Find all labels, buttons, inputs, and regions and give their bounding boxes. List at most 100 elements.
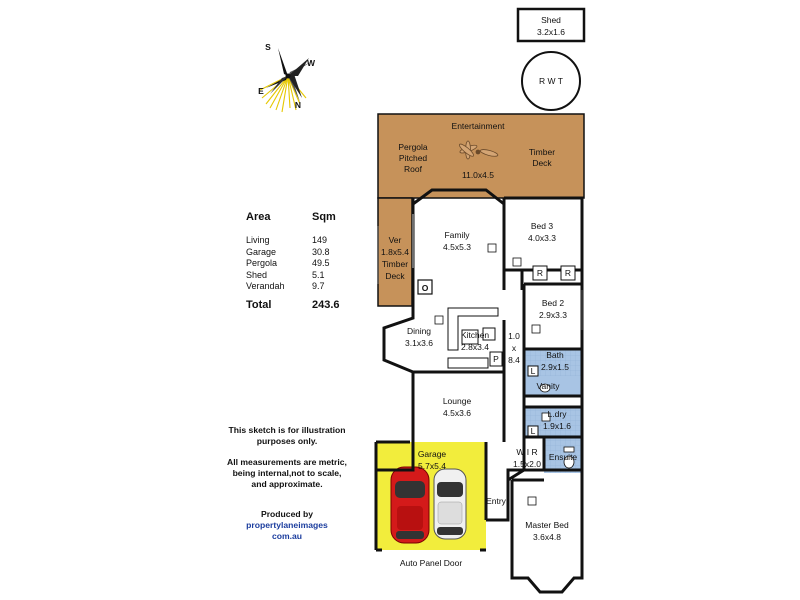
ceiling-fan-icon xyxy=(459,140,499,160)
area-row: Garage 30.8 xyxy=(246,247,366,259)
vanity-label: Vanity xyxy=(537,381,561,391)
lounge-name: Lounge xyxy=(443,396,472,406)
cooktop-icon xyxy=(482,327,496,341)
disclaimer-line4: being internal,not to scale, xyxy=(232,468,342,478)
lounge-size: 4.5x3.6 xyxy=(443,408,471,418)
timber-deck-line2: Deck xyxy=(532,158,552,168)
master-size: 3.6x4.8 xyxy=(533,532,561,542)
area-row: Pergola 49.5 xyxy=(246,258,366,270)
credits-line3: com.au xyxy=(271,531,303,541)
area-table-header: Area Sqm xyxy=(246,211,366,223)
laundry-size: 1.9x1.6 xyxy=(543,421,571,431)
bed2-name: Bed 2 xyxy=(542,298,564,308)
area-row-value: 49.5 xyxy=(312,258,330,268)
laundry-name: L.dry xyxy=(548,409,568,419)
pantry-label: P xyxy=(493,354,499,364)
rainwater-tank xyxy=(521,51,581,111)
area-row-value: 149 xyxy=(312,235,328,245)
pergola-line3: Roof xyxy=(404,164,423,174)
shed-name: Shed xyxy=(541,15,561,25)
credits: Produced by propertylaneimages com.au xyxy=(222,509,352,542)
master-name: Master Bed xyxy=(525,520,569,530)
compass-icon xyxy=(259,48,311,113)
bed3-name: Bed 3 xyxy=(531,221,553,231)
garage-size: 5.7x5.4 xyxy=(418,461,446,471)
hall-line2: x xyxy=(512,343,517,353)
area-header-unit: Sqm xyxy=(312,211,336,223)
area-table: Area Sqm Living 149 Garage 30.8 Pergola … xyxy=(246,211,366,311)
walls xyxy=(374,188,584,594)
compass-e: E xyxy=(258,86,264,96)
bed2-size: 2.9x3.3 xyxy=(539,310,567,320)
oven-label: O xyxy=(422,283,429,293)
linen-1-box xyxy=(527,365,539,377)
shed xyxy=(516,7,586,43)
area-row: Shed 5.1 xyxy=(246,270,366,282)
hall-line1: 1.0 xyxy=(508,331,520,341)
verandah-line3: Timber xyxy=(382,259,408,269)
timber-deck-line1: Timber xyxy=(529,147,555,157)
area-total-label: Total xyxy=(246,298,272,311)
kitchen-bench xyxy=(447,307,503,369)
robe-1: R xyxy=(537,268,543,278)
area-total-value: 243.6 xyxy=(312,298,340,311)
compass-n: N xyxy=(295,100,301,110)
verandah-line2: 1.8x5.4 xyxy=(381,247,409,257)
linen-1: L xyxy=(531,366,536,376)
wir-size: 1.5x2.0 xyxy=(513,459,541,469)
bath-size: 2.9x1.5 xyxy=(541,362,569,372)
disclaimer-line3: All measurements are metric, xyxy=(227,457,347,467)
oven-box xyxy=(417,279,433,295)
credits-line2: propertylaneimages xyxy=(246,520,328,530)
bed3-size: 4.0x3.3 xyxy=(528,233,556,243)
auto-door-label: Auto Panel Door xyxy=(400,558,463,568)
area-row-label: Shed xyxy=(246,269,268,280)
area-row-label: Living xyxy=(246,235,270,245)
robe-1-box xyxy=(532,265,548,281)
verandah-deck xyxy=(377,197,413,307)
garage-name: Garage xyxy=(418,449,447,459)
disclaimer-line5: and approximate. xyxy=(251,479,323,489)
area-row: Living 149 xyxy=(246,235,366,247)
linen-2-box xyxy=(527,425,539,437)
pergola-line2: Pitched xyxy=(399,153,428,163)
area-row-value: 30.8 xyxy=(312,246,330,257)
red-car-icon xyxy=(390,466,430,544)
pergola-size: 11.0x4.5 xyxy=(462,170,494,180)
wir-name: W I R xyxy=(516,447,537,457)
ensuite-label: Ensuite xyxy=(549,452,578,462)
disclaimer: This sketch is for illustration purposes… xyxy=(212,425,362,500)
dining-size: 3.1x3.6 xyxy=(405,338,433,348)
kitchen-name: Kitchen xyxy=(461,330,490,340)
robe-2-box xyxy=(560,265,576,281)
vanity-floor xyxy=(524,376,582,396)
verandah-line1: Ver xyxy=(389,235,402,245)
family-size: 4.5x5.3 xyxy=(443,242,471,252)
entry-label: Entry xyxy=(486,496,507,506)
shed-size: 3.2x1.6 xyxy=(537,27,565,37)
credits-line1: Produced by xyxy=(260,509,314,519)
area-row-label: Verandah xyxy=(246,281,285,291)
area-row-label: Pergola xyxy=(246,258,278,268)
bath-name: Bath xyxy=(546,350,564,360)
disclaimer-line2: purposes only. xyxy=(256,436,318,446)
entertainment-label: Entertainment xyxy=(452,121,506,131)
dining-name: Dining xyxy=(407,326,431,336)
pergola-deck xyxy=(377,113,585,199)
compass-s: S xyxy=(265,42,271,52)
hall-line3: 8.4 xyxy=(508,355,520,365)
toilet-icon xyxy=(539,383,575,469)
rwt-label: R W T xyxy=(539,76,563,86)
area-total: Total 243.6 xyxy=(246,299,366,311)
family-name: Family xyxy=(444,230,470,240)
disclaimer-line1: This sketch is for illustration xyxy=(228,425,346,435)
area-row-label: Garage xyxy=(246,246,277,257)
compass-w: W xyxy=(307,58,316,68)
ensuite-floor xyxy=(544,437,582,473)
robe-2: R xyxy=(565,268,571,278)
kitchen-size: 2.8x3.4 xyxy=(461,342,489,352)
area-row-value: 9.7 xyxy=(312,281,325,291)
verandah-line4: Deck xyxy=(385,271,405,281)
linen-2: L xyxy=(531,426,536,436)
